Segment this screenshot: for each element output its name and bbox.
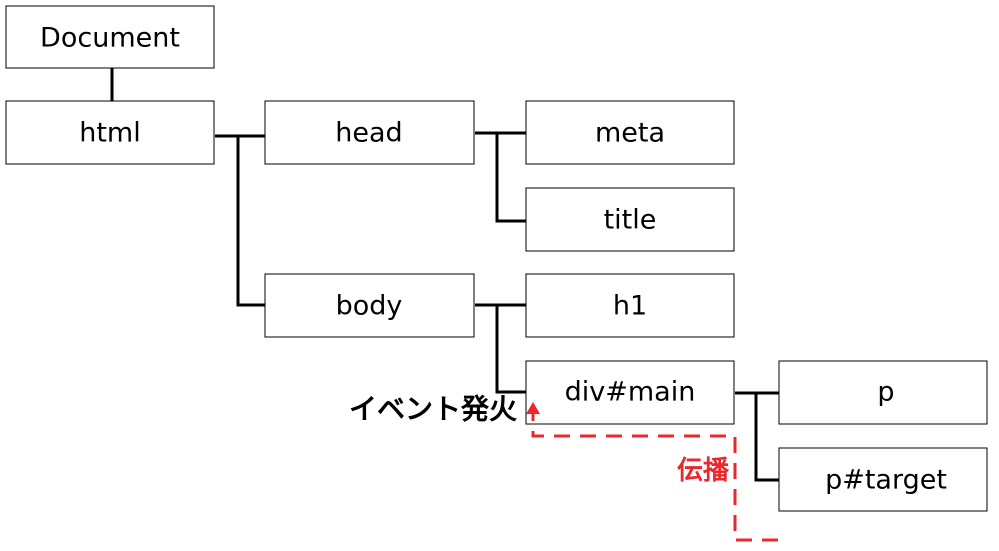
node-title-label: title [604,205,657,236]
propagation-path [526,402,778,542]
edge-div-main-p-target [754,393,779,482]
node-p-target-label: p#target [825,465,947,496]
node-h1: h1 [525,273,735,338]
edge-html-body [236,136,265,307]
node-document: Document [5,5,215,69]
node-div-main-label: div#main [565,377,696,408]
propagation-label: 伝播 [677,456,730,486]
propagation-dashed-line [531,414,778,542]
edge-head-title [495,133,526,223]
node-document-label: Document [40,23,180,54]
node-html: html [5,100,215,165]
node-div-main: div#main [525,360,735,425]
node-meta-label: meta [595,118,665,149]
event-fire-label: イベント発火 [349,393,517,426]
edge-body-div-main [495,305,526,394]
node-title: title [525,187,735,252]
node-head: head [264,100,475,165]
node-p: p [778,360,988,425]
node-head-label: head [335,118,402,149]
tree-connectors [110,68,779,482]
node-body-label: body [336,291,403,322]
node-meta: meta [525,100,735,165]
node-p-label: p [877,377,894,408]
node-p-target: p#target [778,447,988,512]
node-html-label: html [79,118,141,149]
node-h1-label: h1 [613,291,647,322]
propagation-arrow-head [526,402,540,414]
node-body: body [264,273,475,338]
